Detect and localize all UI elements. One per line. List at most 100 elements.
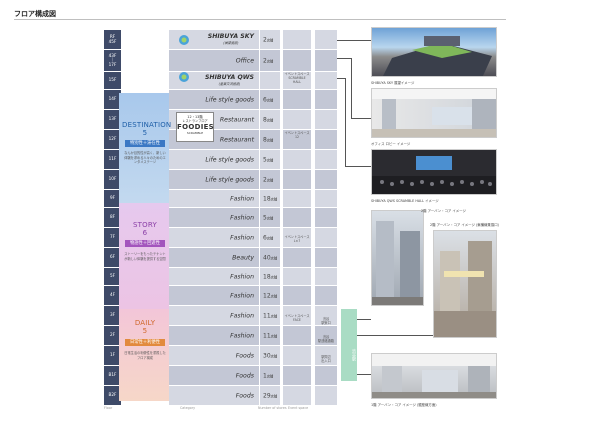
caption-2f-b: 2階 アーバン・コア イメージ (東横線乗換口) (430, 223, 499, 227)
store-count-10: 6店舗 (260, 228, 280, 248)
station-connection-band (341, 309, 357, 381)
photo-qws-hall (371, 149, 497, 195)
floor-label-6: 11F (104, 150, 121, 170)
store-count: 5店舗 (263, 214, 274, 221)
event-cell-12 (283, 268, 311, 286)
floor-row-18: Foods (169, 386, 259, 406)
zone-band-story (119, 203, 169, 309)
footer-category: Category (180, 406, 196, 410)
floor-label-1: 43F ｜ 17F (104, 50, 121, 72)
access-cell-7 (315, 170, 337, 190)
floor-number: 43F ｜ 17F (108, 52, 117, 67)
store-count: 6店舗 (263, 234, 274, 241)
event-cell-0 (283, 30, 311, 50)
connector-qws (337, 78, 345, 79)
store-count: 11店舗 (263, 332, 278, 339)
zone-band-destination (119, 93, 169, 203)
zone-daily-tag: 日常性＋利便性 (125, 339, 165, 346)
floor-row-16: Foods (169, 346, 259, 366)
floor-label-10: 7F (104, 228, 121, 248)
store-count: 40店舗 (263, 254, 278, 261)
tenant-name: SHIBUYA QWS (204, 73, 254, 81)
access-cell-5 (315, 130, 337, 150)
store-count: 12店舗 (263, 292, 278, 299)
event-cell-17 (283, 366, 311, 386)
floor-row-7: Life style goods (169, 170, 259, 190)
station-r3: 渋谷 駅東口 (321, 317, 331, 325)
floor-label-15: 2F (104, 326, 121, 346)
floor-number: 15F (108, 77, 117, 83)
event-cell-11 (283, 248, 311, 268)
store-count: 30店舗 (263, 352, 278, 359)
floor-label-16: 1F (104, 346, 121, 366)
floor-tenant: Foods (235, 392, 254, 399)
floor-label-12: 5F (104, 268, 121, 286)
floor-row-17: Foods (169, 366, 259, 386)
floor-label-9: 8F (104, 208, 121, 228)
floor-number: 7F (109, 234, 116, 240)
floor-number: 5F (109, 273, 116, 279)
floor-number: 11F (108, 156, 117, 162)
event-cell-18 (283, 386, 311, 406)
floor-tenant: Life style goods (205, 176, 254, 183)
store-count-0: 2店舗 (260, 30, 280, 50)
caption-qws: SHIBUYA QWS SCRAMBLE HALL イメージ (371, 199, 439, 203)
floor-number: 6F (109, 254, 116, 260)
caption-1f: 1階 アーバン・コア イメージ (銀座線方面) (371, 403, 437, 407)
floor-tenant: Life style goods (205, 96, 254, 103)
caption-office: オフィス ロビー イメージ (371, 142, 411, 146)
footer-floor: Floor (104, 406, 113, 410)
event-cell-13 (283, 286, 311, 306)
floor-tenant: Office (235, 57, 254, 64)
store-count: 2店舗 (263, 36, 274, 43)
store-count: 2店舗 (263, 57, 274, 64)
event-cell-7 (283, 170, 311, 190)
store-count-4: 8店舗 (260, 110, 280, 130)
event-cell-2 (283, 72, 311, 90)
floor-number: 4F (109, 292, 116, 298)
store-count-8: 18店舗 (260, 190, 280, 208)
floor-label-4: 13F (104, 110, 121, 130)
store-count: 8店舗 (263, 136, 274, 143)
zone-band-daily (119, 309, 169, 401)
store-count-5: 8店舗 (260, 130, 280, 150)
event-cell-14 (283, 306, 311, 326)
access-cell-6 (315, 150, 337, 170)
tenant-sub: (産業交流施設) (218, 81, 241, 86)
floor-tenant: Fashion (230, 195, 254, 202)
floor-label-3: 14F (104, 90, 121, 110)
event-cell-4 (283, 110, 311, 130)
store-count-16: 30店舗 (260, 346, 280, 366)
floor-number: 10F (108, 176, 117, 182)
floor-number: 9F (109, 195, 116, 201)
access-cell-11 (315, 248, 337, 268)
store-count-9: 5店舗 (260, 208, 280, 228)
connector-1f (357, 374, 371, 375)
store-count-12: 18店舗 (260, 268, 280, 286)
floor-row-12: Fashion (169, 268, 259, 286)
floor-tenant: Fashion (230, 273, 254, 280)
floor-label-7: 10F (104, 170, 121, 190)
access-cell-0 (315, 30, 337, 50)
station-r1: 駅周辺 出入口 (321, 355, 331, 363)
photo-urban-core-2f-b (433, 230, 497, 338)
floor-label-17: B1F (104, 366, 121, 386)
floor-row-6: Life style goods (169, 150, 259, 170)
connector-office (337, 58, 351, 59)
access-cell-15 (315, 326, 337, 346)
floor-label-5: 12F (104, 130, 121, 150)
access-cell-14 (315, 306, 337, 326)
access-cell-8 (315, 190, 337, 208)
zone-daily-desc: 日常生活の利便性を重視したフロア構成 (124, 351, 166, 360)
floor-label-0: RF 45F (104, 30, 121, 50)
floor-label-11: 6F (104, 248, 121, 268)
floor-tenant: SHIBUYA SKY(展望施設) (208, 33, 254, 46)
store-count: 5店舗 (263, 156, 274, 163)
access-cell-10 (315, 228, 337, 248)
caption-sky: SHIBUYA SKY 展望イメージ (371, 81, 415, 85)
floor-label-2: 15F (104, 72, 121, 90)
foodies-name: FOODIES (177, 123, 215, 131)
event-cell-8 (283, 190, 311, 208)
event-cell-5 (283, 130, 311, 150)
floor-row-13: Fashion (169, 286, 259, 306)
